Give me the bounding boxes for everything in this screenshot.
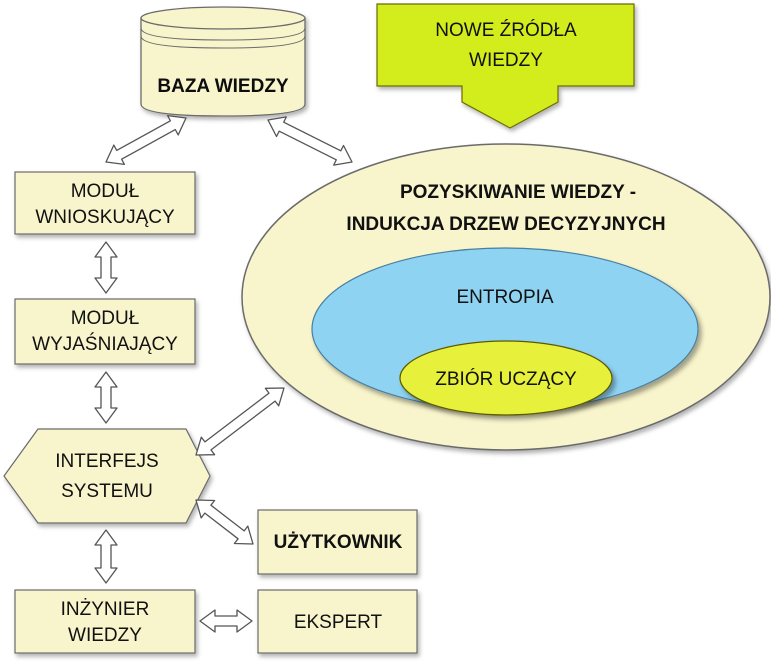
training-set-ellipse: ZBIÓR UCZĄCY — [399, 340, 613, 416]
knowledge-base-cylinder: BAZA WIEDZY — [140, 6, 306, 117]
new-knowledge-sources: NOWE ŹRÓDŁA WIEDZY — [376, 3, 635, 129]
arrow-base-acquisition — [267, 116, 353, 166]
acquisition-label-line1: POZYSKIWANIE WIEDZY - — [400, 182, 636, 203]
expert-box: EKSPERT — [257, 589, 418, 654]
inference-module-line1: MODUŁ — [71, 181, 140, 202]
knowledge-engineer-line1: INŻYNIER — [61, 599, 150, 620]
explanation-module-line2: WYJAŚNIAJĄCY — [32, 333, 178, 355]
system-interface-line1: INTERFEJS — [55, 451, 158, 472]
explanation-module-box: MODUŁ WYJAŚNIAJĄCY — [14, 298, 196, 365]
entropy-label: ENTROPIA — [456, 287, 553, 308]
user-label: UŻYTKOWNIK — [274, 532, 403, 553]
expert-label: EKSPERT — [294, 612, 383, 633]
arrow-explanation-interface — [94, 371, 118, 424]
acquisition-label-line2: INDUKCJA DRZEW DECYZYJNYCH — [346, 214, 665, 235]
arrow-interface-user — [195, 499, 254, 545]
knowledge-base-label: BAZA WIEDZY — [157, 76, 289, 97]
explanation-module-line1: MODUŁ — [71, 308, 140, 329]
system-interface-line2: SYSTEMU — [61, 481, 153, 502]
arrow-engineer-expert — [199, 609, 253, 633]
knowledge-engineer-box: INŻYNIER WIEDZY — [14, 589, 196, 654]
knowledge-engineer-line2: WIEDZY — [68, 625, 142, 646]
inference-module-box: MODUŁ WNIOSKUJĄCY — [14, 171, 196, 235]
new-sources-line1: NOWE ŹRÓDŁA — [435, 19, 577, 41]
arrow-inference-explanation — [94, 241, 118, 294]
inference-module-line2: WNIOSKUJĄCY — [35, 207, 175, 228]
connector-arrows — [94, 114, 353, 633]
training-set-label: ZBIÓR UCZĄCY — [435, 368, 577, 390]
new-sources-line2: WIEDZY — [469, 50, 543, 71]
arrow-interface-acquisition — [195, 387, 285, 456]
user-box: UŻYTKOWNIK — [257, 509, 418, 575]
arrow-interface-engineer — [94, 529, 118, 584]
system-interface-hexagon: INTERFEJS SYSTEMU — [3, 428, 211, 524]
arrow-base-inference — [105, 114, 187, 166]
